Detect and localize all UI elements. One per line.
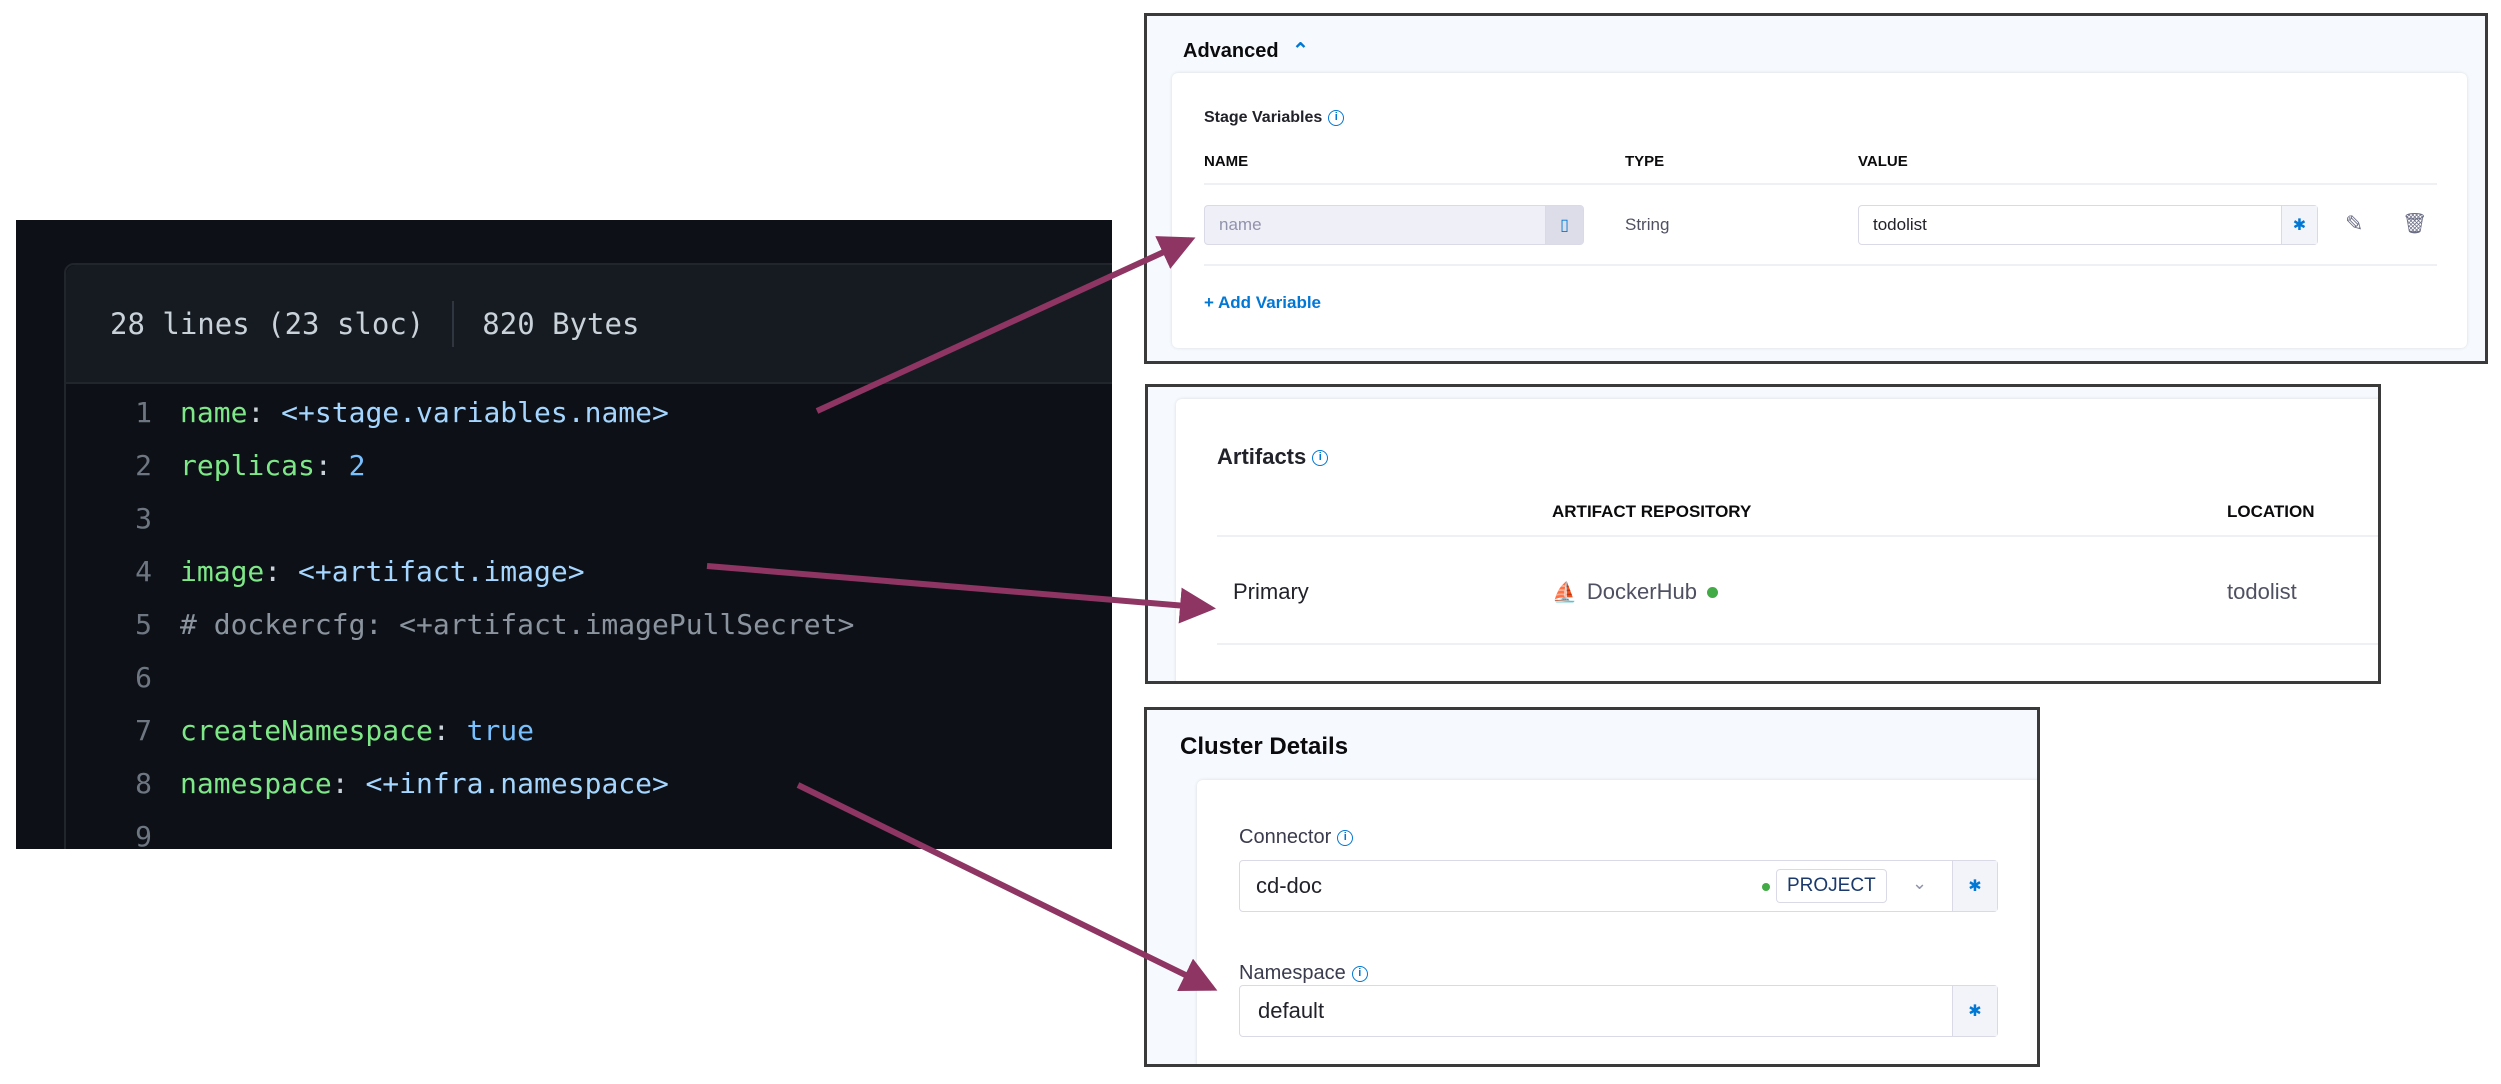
- cluster-details-title: Cluster Details: [1180, 733, 1349, 760]
- line-number: 9: [135, 820, 152, 849]
- pin-icon[interactable]: ✱: [2281, 206, 2317, 244]
- line-number: 6: [135, 661, 152, 694]
- file-info-bar: 28 lines (23 sloc) 820 Bytes: [66, 265, 1112, 384]
- variable-type: String: [1625, 215, 1670, 234]
- line-number: 2: [135, 449, 152, 482]
- advanced-toggle[interactable]: Advanced ⌃: [1183, 40, 1309, 62]
- artifact-name: Primary: [1233, 579, 1309, 604]
- code-line: createNamespace: true: [180, 714, 535, 747]
- code-line: # dockercfg: <+artifact.imagePullSecret>: [180, 608, 855, 641]
- line-number: 7: [135, 714, 152, 747]
- info-icon[interactable]: i: [1351, 965, 1368, 982]
- code-line: namespace: <+infra.namespace>: [180, 767, 669, 800]
- status-dot: [1762, 883, 1770, 891]
- chevron-up-icon: ⌃: [1292, 40, 1309, 62]
- line-number: 3: [135, 502, 152, 535]
- docker-icon: ⛵: [1552, 581, 1577, 604]
- code-line: image: <+artifact.image>: [180, 555, 585, 588]
- arrow-name-to-stage-variable: [815, 236, 1196, 414]
- lines-info: 28 lines (23 sloc): [110, 306, 425, 341]
- artifact-repository[interactable]: ⛵ DockerHub: [1552, 579, 1718, 605]
- info-icon[interactable]: i: [1337, 829, 1354, 846]
- variable-value-input[interactable]: todolist ✱: [1858, 205, 2318, 245]
- arrow-image-to-artifact: [706, 563, 1216, 624]
- namespace-input[interactable]: default ✱: [1239, 985, 1998, 1037]
- col-type: TYPE: [1625, 153, 1665, 170]
- col-value: VALUE: [1858, 153, 1908, 170]
- line-number: 4: [135, 555, 152, 588]
- code-line: name: <+stage.variables.name>: [180, 396, 669, 429]
- pin-icon[interactable]: ✱: [1952, 986, 1997, 1036]
- copy-icon[interactable]: ▯: [1545, 206, 1583, 244]
- code-line: replicas: 2: [180, 449, 366, 482]
- add-variable-button[interactable]: + Add Variable: [1204, 293, 1321, 312]
- divider: [452, 300, 455, 347]
- line-number: 5: [135, 608, 152, 641]
- info-icon[interactable]: i: [1328, 109, 1345, 126]
- delete-icon[interactable]: 🗑: [2402, 213, 2428, 235]
- col-artifact-repository: ARTIFACT REPOSITORY: [1552, 502, 1752, 521]
- variable-name-input[interactable]: name ▯: [1204, 205, 1584, 245]
- yaml-code-view: 28 lines (23 sloc) 820 Bytes 1 name: <+st…: [16, 220, 1112, 849]
- arrow-namespace-to-cluster: [796, 782, 1218, 991]
- status-dot: [1706, 586, 1718, 598]
- line-number: 8: [135, 767, 152, 800]
- col-location: LOCATION: [2227, 502, 2315, 521]
- code-card: 28 lines (23 sloc) 820 Bytes: [64, 263, 1112, 849]
- scope-badge: PROJECT: [1776, 869, 1887, 903]
- line-number: 1: [135, 396, 152, 429]
- chevron-down-icon[interactable]: ⌄: [1912, 873, 1928, 893]
- col-name: NAME: [1204, 153, 1249, 170]
- connector-select[interactable]: cd-doc PROJECT ⌄ ✱: [1239, 860, 1998, 912]
- file-size: 820 Bytes: [482, 306, 640, 341]
- info-icon[interactable]: i: [1312, 450, 1329, 467]
- edit-icon[interactable]: ✎: [2345, 211, 2364, 236]
- pin-icon[interactable]: ✱: [1952, 861, 1997, 911]
- artifact-location: todolist: [2227, 579, 2297, 604]
